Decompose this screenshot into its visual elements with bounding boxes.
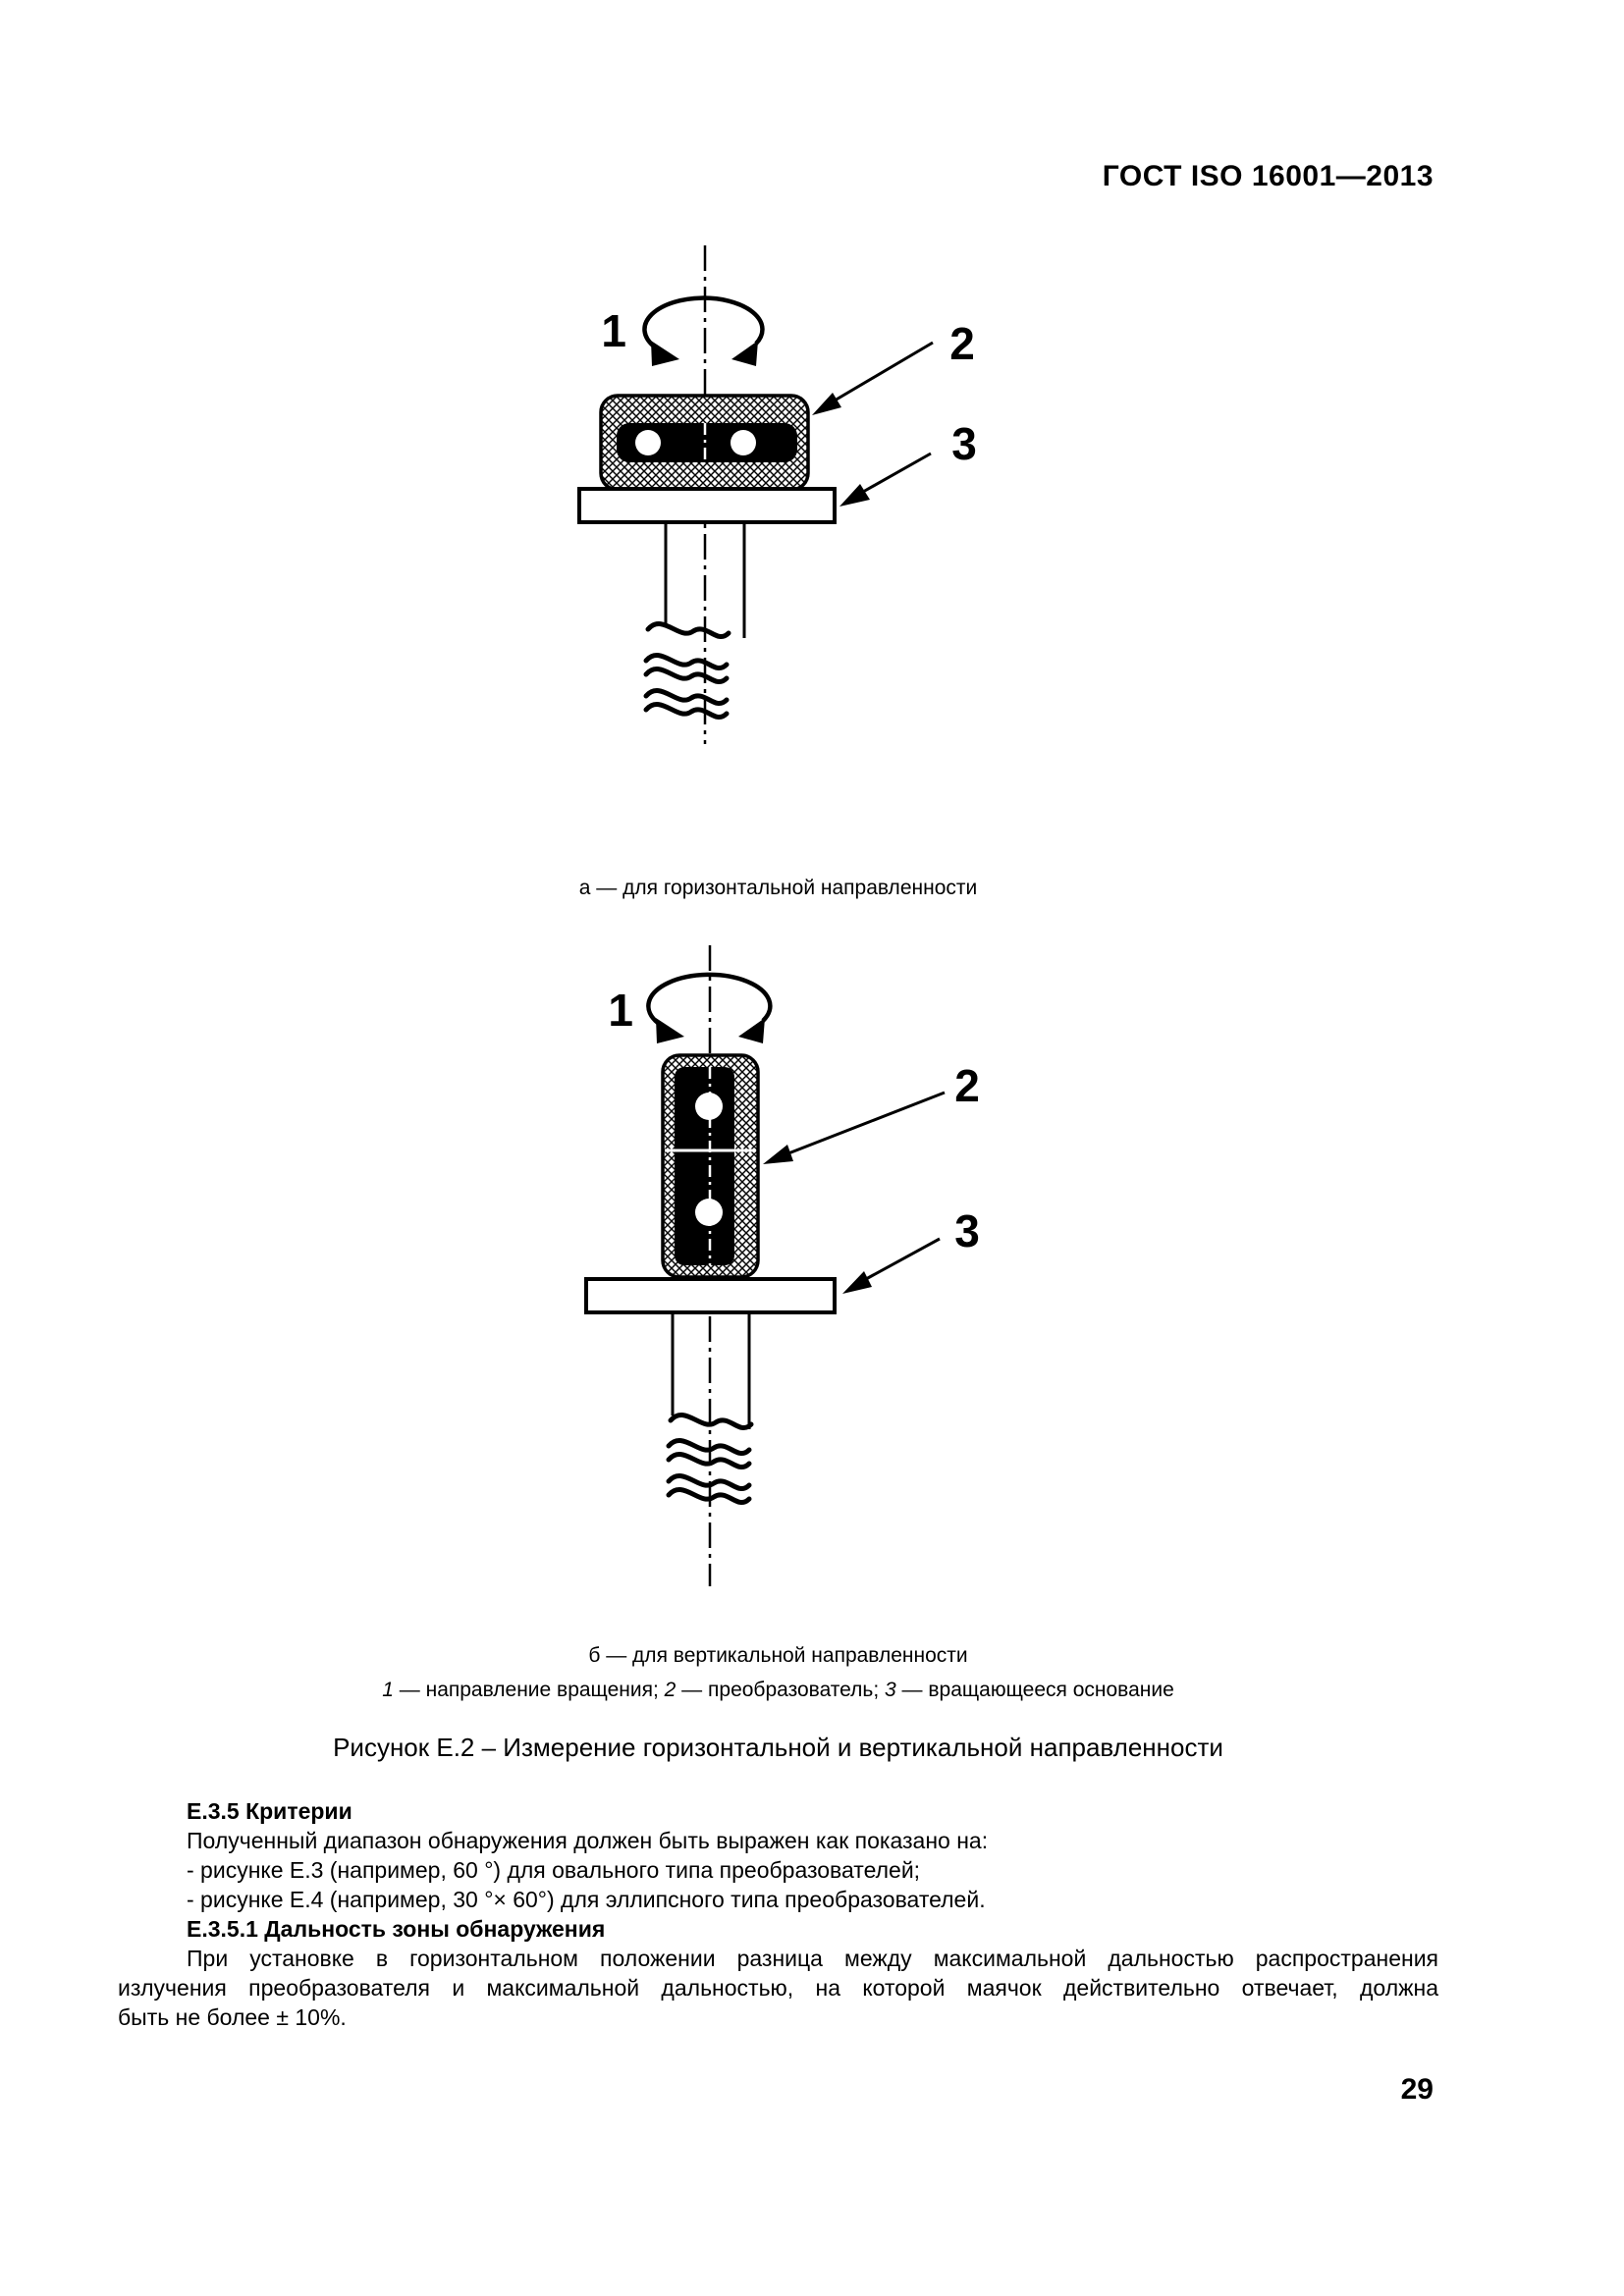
stand-stem bbox=[646, 522, 746, 718]
section-heading-e35: Е.3.5 Критерии bbox=[187, 1798, 352, 1824]
leader-arrow-3 bbox=[839, 452, 932, 507]
leader-arrow-2 bbox=[812, 341, 934, 415]
page-number: 29 bbox=[1400, 2073, 1434, 2106]
document-header: ГОСТ ISO 16001—2013 bbox=[1102, 160, 1434, 192]
transducer-vertical bbox=[661, 1053, 760, 1279]
section-e35-item2: - рисунке Е.4 (например, 30 °× 60°) для … bbox=[187, 1887, 986, 1912]
leader-arrow-3 bbox=[842, 1237, 941, 1294]
figure-b-label-1: 1 bbox=[608, 985, 633, 1036]
figure-a-label-3: 3 bbox=[951, 418, 977, 469]
figure-b-label-2: 2 bbox=[954, 1060, 980, 1111]
figure-b-drawing: 1 2 3 bbox=[584, 945, 980, 1586]
stand-stem bbox=[669, 1312, 751, 1503]
figure-b-caption: б — для вертикальной направленности bbox=[588, 1644, 968, 1667]
section-e35-intro: Полученный диапазон обнаружения должен б… bbox=[187, 1828, 989, 1853]
figure-a-drawing: 1 2 3 bbox=[577, 245, 977, 744]
figure-a-label-1: 1 bbox=[601, 305, 626, 356]
section-e351-line1: При установке в горизонтальном положении… bbox=[187, 1946, 1438, 1971]
legend-text-2: — преобразователь; bbox=[676, 1679, 886, 1701]
figure-a-label-2: 2 bbox=[949, 318, 975, 369]
legend-num-3: 3 bbox=[885, 1679, 896, 1701]
legend-num-2: 2 bbox=[664, 1679, 677, 1701]
section-heading-e351: Е.3.5.1 Дальность зоны обнаружения bbox=[187, 1916, 606, 1942]
body-text: Е.3.5 Критерии Полученный диапазон обнар… bbox=[118, 1796, 1438, 2032]
leader-arrow-2 bbox=[763, 1091, 946, 1164]
rotating-base-plate bbox=[577, 487, 837, 524]
legend-text-1: — направление вращения; bbox=[393, 1679, 665, 1701]
transducer-horizontal bbox=[599, 394, 810, 492]
figure-legend: 1 — направление вращения; 2 — преобразов… bbox=[118, 1676, 1438, 1705]
section-e351-line3: быть не более ± 10%. bbox=[118, 2004, 347, 2030]
legend-text-3: — вращающееся основание bbox=[895, 1679, 1174, 1701]
legend-num-1: 1 bbox=[382, 1679, 394, 1701]
rotation-arrow-icon bbox=[642, 295, 765, 366]
figure-title: Рисунок Е.2 – Измерение горизонтальной и… bbox=[333, 1733, 1223, 1762]
figure-b-label-3: 3 bbox=[954, 1205, 980, 1256]
figure-a-caption: а — для горизонтальной направленности bbox=[578, 877, 978, 899]
section-e351-line2: излучения преобразователя и максимальной… bbox=[118, 1975, 1438, 2001]
section-e35-item1: - рисунке Е.3 (например, 60 °) для оваль… bbox=[187, 1857, 921, 1883]
rotation-arrow-icon bbox=[646, 972, 773, 1043]
rotating-base-plate bbox=[584, 1277, 837, 1314]
